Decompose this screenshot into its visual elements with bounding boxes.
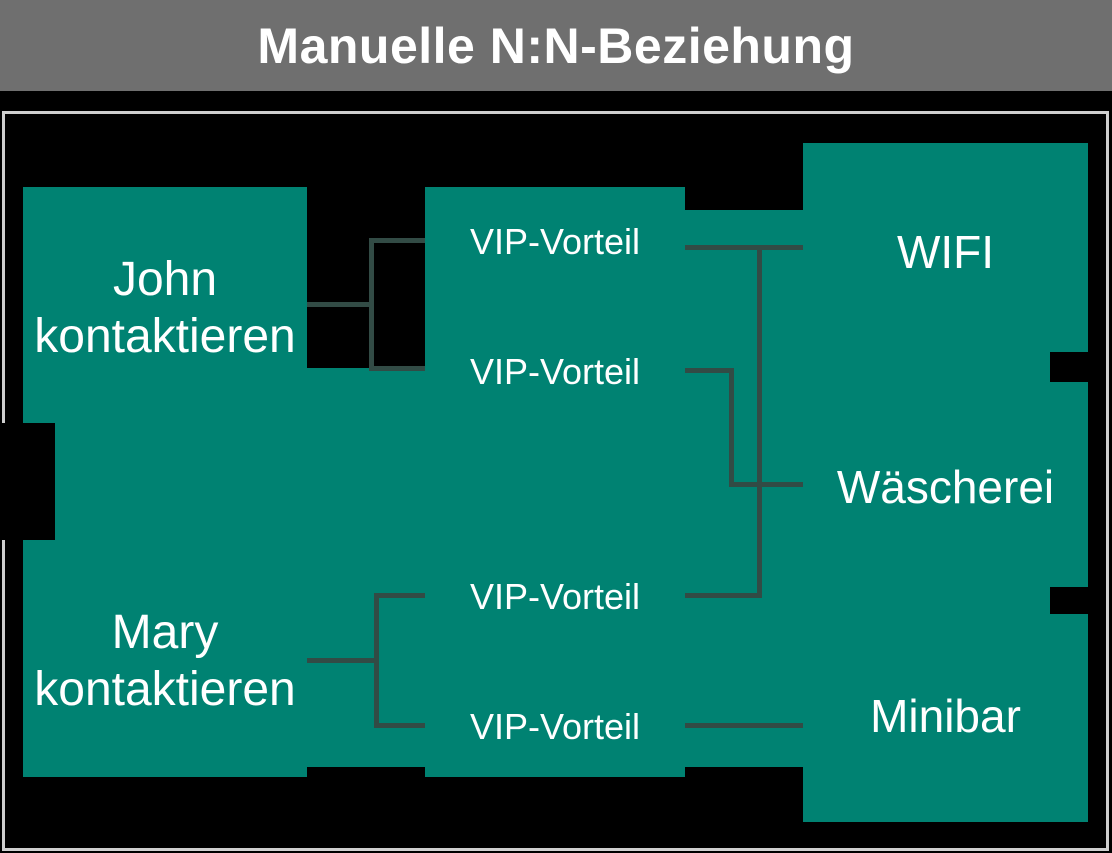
- connector-vip2-drop: [729, 368, 734, 486]
- connector-mary-to-vip3: [374, 593, 425, 598]
- page-title: Manuelle N:N-Beziehung: [257, 17, 855, 74]
- connector-vip2-exit: [685, 368, 734, 373]
- connector-mary-exit: [307, 658, 378, 663]
- notch-benefits-divider-1: [1050, 352, 1088, 382]
- node-john-line2: kontaktieren: [34, 310, 296, 363]
- connector-mary-bracket: [374, 593, 379, 728]
- node-waescherei: Wäscherei: [836, 461, 1055, 513]
- notch-contacts-divider: [0, 423, 55, 540]
- node-vip-1: VIP-Vorteil: [469, 221, 641, 262]
- node-mary-line1: Mary: [111, 606, 219, 659]
- slab-contacts-column: [23, 187, 307, 777]
- connector-john-to-vip2: [369, 366, 425, 371]
- node-wifi: WIFI: [896, 226, 995, 278]
- connector-to-waescherei: [729, 482, 803, 487]
- notch-benefits-divider-2: [1050, 587, 1088, 614]
- connector-john-bracket: [369, 238, 374, 371]
- header-bar: Manuelle N:N-Beziehung: [0, 0, 1112, 91]
- slab-benefits-column: [803, 143, 1088, 822]
- node-mary: Mary kontaktieren: [23, 604, 307, 718]
- node-vip-3: VIP-Vorteil: [469, 576, 641, 617]
- node-john: John kontaktieren: [23, 251, 307, 365]
- connector-john-to-vip1: [369, 238, 425, 243]
- connector-vip1-to-wifi: [685, 245, 803, 250]
- slab-junction-column: [425, 187, 685, 777]
- connector-vip3-exit: [685, 593, 762, 598]
- node-mary-line2: kontaktieren: [34, 663, 296, 716]
- connector-vip3-riser: [757, 245, 762, 598]
- node-vip-4: VIP-Vorteil: [469, 706, 641, 747]
- slab-gap-right-fill: [685, 210, 803, 767]
- connector-john-exit: [307, 302, 373, 307]
- slab-gap-left-fill: [307, 368, 425, 767]
- node-john-line1: John: [112, 253, 218, 306]
- node-minibar: Minibar: [870, 690, 1021, 742]
- connector-vip4-to-minibar: [685, 723, 803, 728]
- connector-mary-to-vip4: [374, 723, 425, 728]
- node-vip-2: VIP-Vorteil: [469, 351, 641, 392]
